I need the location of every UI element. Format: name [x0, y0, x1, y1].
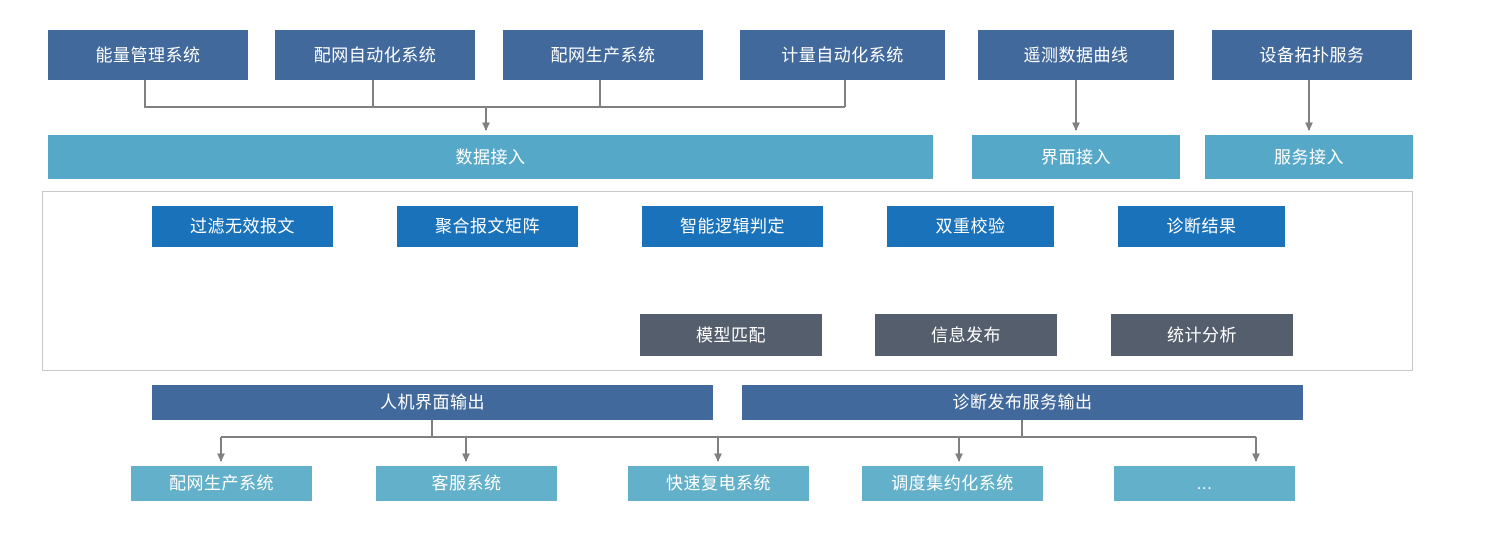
result-module-information-publishing[interactable]: 信息发布 [875, 314, 1057, 356]
access-bar-data[interactable]: 数据接入 [48, 135, 933, 179]
result-module-model-matching[interactable]: 模型匹配 [640, 314, 822, 356]
consumer-box-more[interactable]: ... [1114, 466, 1295, 501]
consumer-box-dispatch-centralization[interactable]: 调度集约化系统 [862, 466, 1043, 501]
output-bar-human-machine-interface[interactable]: 人机界面输出 [152, 385, 713, 420]
source-box-device-topology-service[interactable]: 设备拓扑服务 [1212, 30, 1412, 80]
pipeline-step-filter-invalid-messages[interactable]: 过滤无效报文 [152, 206, 333, 247]
consumer-box-customer-service[interactable]: 客服系统 [376, 466, 557, 501]
access-bar-service[interactable]: 服务接入 [1205, 135, 1413, 179]
source-box-distribution-automation[interactable]: 配网自动化系统 [275, 30, 475, 80]
source-box-distribution-production[interactable]: 配网生产系统 [503, 30, 703, 80]
access-bar-interface[interactable]: 界面接入 [972, 135, 1180, 179]
consumer-box-distribution-production[interactable]: 配网生产系统 [131, 466, 312, 501]
output-bar-diagnosis-publishing-service[interactable]: 诊断发布服务输出 [742, 385, 1303, 420]
source-box-telemetry-curve[interactable]: 遥测数据曲线 [978, 30, 1174, 80]
pipeline-step-double-verification[interactable]: 双重校验 [887, 206, 1054, 247]
source-box-metering-automation[interactable]: 计量自动化系统 [740, 30, 945, 80]
pipeline-step-intelligent-logic-decision[interactable]: 智能逻辑判定 [642, 206, 823, 247]
result-module-statistical-analysis[interactable]: 统计分析 [1111, 314, 1293, 356]
pipeline-step-aggregate-message-matrix[interactable]: 聚合报文矩阵 [397, 206, 578, 247]
consumer-box-rapid-restoration[interactable]: 快速复电系统 [628, 466, 809, 501]
source-box-energy-management[interactable]: 能量管理系统 [48, 30, 248, 80]
pipeline-step-diagnosis-result[interactable]: 诊断结果 [1118, 206, 1285, 247]
